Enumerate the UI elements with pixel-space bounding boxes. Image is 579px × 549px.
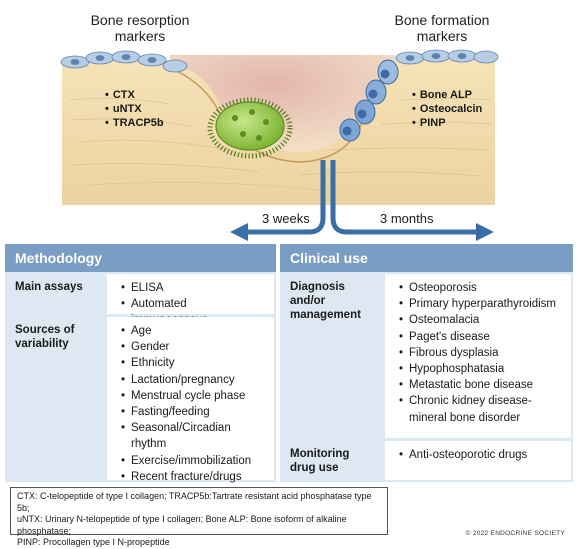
list-item: Anti-osteoporotic drugs: [399, 447, 563, 463]
list-item: Osteomalacia: [399, 312, 563, 328]
formation-marker: Bone ALP: [412, 88, 482, 102]
list-item: Paget's disease: [399, 329, 563, 345]
abbreviations-line1: CTX: C-telopeptide of type I collagen; T…: [17, 491, 372, 513]
list-item: Osteoporosis: [399, 280, 563, 296]
monitoring-drug-use-label: Monitoring drug use: [280, 441, 383, 480]
timeline-arrow: [230, 160, 494, 241]
list-item: ELISA: [121, 280, 266, 296]
methodology-header: Methodology: [5, 244, 276, 272]
list-item: Fasting/feeding: [121, 404, 266, 420]
abbreviations-line3: PINP: Procollagen type I N-propeptide: [17, 537, 170, 547]
formation-title-line2: markers: [416, 28, 468, 44]
list-item: Hypophosphatasia: [399, 361, 563, 377]
osteoblast-cells: [339, 59, 399, 142]
list-item: Seasonal/Circadian rhythm: [121, 420, 266, 452]
bone-lining-cells-left: [60, 50, 188, 73]
main-assays-label: Main assays: [5, 274, 105, 314]
diagnosis-management-label: Diagnosis and/or management: [280, 274, 383, 438]
list-item: Primary hyperparathyroidism: [399, 296, 563, 312]
list-item: Exercise/immobilization: [121, 453, 266, 469]
copyright-notice: © 2022 ENDOCRINE SOCIETY: [465, 530, 565, 537]
resorption-marker: TRACP5b: [105, 116, 164, 130]
diagnosis-label-line2: management: [290, 309, 361, 321]
abbreviations-box: CTX: C-telopeptide of type I collagen; T…: [10, 487, 388, 547]
list-item: Ethnicity: [121, 355, 266, 371]
list-item: Metastatic bone disease: [399, 377, 563, 393]
abbreviations-line2: uNTX: Urinary N-telopeptide of type I co…: [17, 514, 347, 536]
formation-title-line1: Bone formation: [394, 12, 490, 28]
resorption-markers-title: Bone resorption markers: [80, 12, 200, 44]
diagnosis-management-list: Osteoporosis Primary hyperparathyroidism…: [385, 274, 571, 438]
osteoclast-cell: [207, 97, 293, 159]
sources-of-variability-label: Sources of variability: [5, 317, 105, 480]
list-item: Recent fracture/drugs: [121, 469, 266, 485]
formation-markers-list: Bone ALP Osteocalcin PINP: [412, 88, 482, 130]
sources-of-variability-list: Age Gender Ethnicity Lactation/pregnancy…: [107, 317, 274, 483]
resorption-marker: uNTX: [105, 102, 164, 116]
diagnosis-label-line1: Diagnosis and/or: [290, 281, 345, 307]
list-item: Lactation/pregnancy: [121, 372, 266, 388]
sources-label-line1: Sources of: [15, 324, 75, 336]
resorption-title-line1: Bone resorption: [90, 12, 190, 28]
list-item: Chronic kidney disease-mineral bone diso…: [399, 393, 563, 425]
bone-remodeling-illustration: [60, 49, 499, 241]
list-item: Menstrual cycle phase: [121, 388, 266, 404]
list-item: Age: [121, 323, 266, 339]
list-item: Fibrous dysplasia: [399, 345, 563, 361]
formation-marker: Osteocalcin: [412, 102, 482, 116]
monitoring-label-line2: drug use: [290, 462, 339, 474]
resorption-duration-label: 3 weeks: [262, 211, 310, 226]
formation-duration-label: 3 months: [380, 211, 434, 226]
formation-marker: PINP: [412, 116, 482, 130]
list-item: Gender: [121, 339, 266, 355]
resorption-markers-list: CTX uNTX TRACP5b: [105, 88, 164, 130]
bone-lining-cells-right: [395, 49, 499, 65]
monitoring-drug-use-list: Anti-osteoporotic drugs: [385, 441, 571, 480]
resorption-marker: CTX: [105, 88, 164, 102]
formation-markers-title: Bone formation markers: [382, 12, 502, 44]
monitoring-label-line1: Monitoring: [290, 448, 350, 460]
sources-label-line2: variability: [15, 338, 69, 350]
resorption-title-line2: markers: [114, 28, 166, 44]
clinical-use-header: Clinical use: [280, 244, 573, 272]
main-assays-list: ELISA Automated immunoassays: [107, 274, 274, 326]
